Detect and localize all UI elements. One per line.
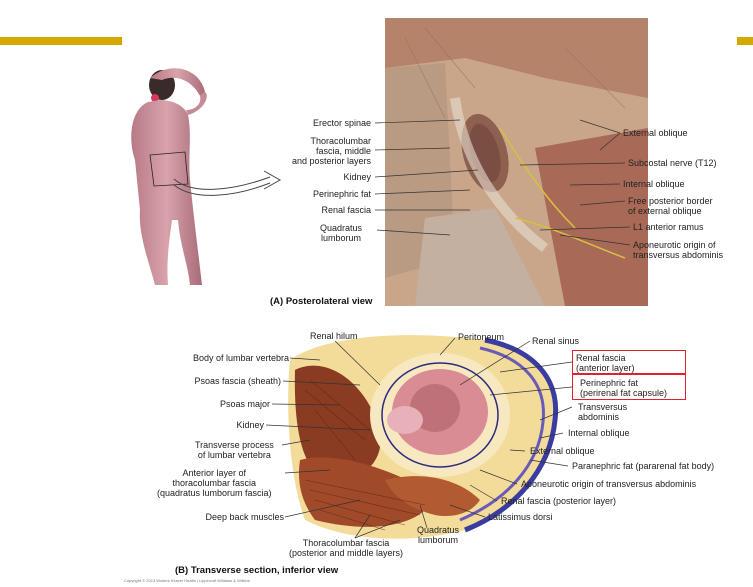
label-thoracolumbar-fascia-b: Thoracolumbar fascia (posterior and midd… [289,538,404,558]
accent-bar-right [737,37,753,45]
caption-panel-b: (B) Transverse section, inferior view [175,565,339,576]
human-figure-illustration [131,68,207,285]
label-external-oblique-b: External oblique [530,446,595,456]
label-erector-spinae: Erector spinae [312,118,371,128]
label-paranephric-fat: Paranephric fat (pararenal fat body) [572,461,715,471]
label-peritoneum: Peritoneum [458,332,505,342]
panel-a-leader-lines [374,119,631,246]
label-quadratus-lumborum-a: Quadratus lumborum [320,223,363,243]
label-renal-fascia-posterior: Renal fascia (posterior layer) [501,496,617,506]
label-body-lumbar-vertebra: Body of lumbar vertebra [192,353,289,363]
posterolateral-dissection-illustration [385,18,648,306]
label-psoas-fascia: Psoas fascia (sheath) [194,376,281,386]
label-renal-fascia-a: Renal fascia [321,205,371,215]
label-internal-oblique-a: Internal oblique [623,179,685,189]
label-kidney-a: Kidney [343,172,371,182]
label-anterior-layer-thoracolumbar: Anterior layer of thoracolumbar fascia (… [157,468,272,498]
transverse-section-illustration [288,335,559,539]
label-l1-anterior-ramus: L1 anterior ramus [633,222,704,232]
caption-panel-a: (A) Posterolateral view [270,296,373,307]
label-aponeurotic-origin-a: Aponeurotic origin of transversus abdomi… [633,240,724,260]
label-thoracolumbar-fascia: Thoracolumbar fascia, middle and posteri… [291,136,371,166]
label-quadratus-lumborum-b: Quadratus lumborum [417,525,460,545]
label-perinephric-fat-capsule: Perinephric fat (perirenal fat capsule) [580,378,668,398]
label-latissimus-dorsi: Latissimus dorsi [488,512,553,522]
label-internal-oblique-b: Internal oblique [568,428,630,438]
label-subcostal-nerve: Subcostal nerve (T12) [628,158,717,168]
label-transversus-abdominis: Transversus abdominis [578,402,628,422]
label-free-posterior-border: Free posterior border of external obliqu… [628,196,713,216]
label-perinephric-fat-a: Perinephric fat [312,189,371,199]
highlight-perinephric-fat-capsule [572,374,686,400]
label-deep-back-muscles: Deep back muscles [205,512,284,522]
arrow-to-dissection [173,170,282,196]
label-psoas-major: Psoas major [219,399,270,409]
label-transverse-process: Transverse process of lumbar vertebra [195,440,274,460]
accent-bar-left [0,37,122,45]
label-renal-sinus: Renal sinus [532,336,580,346]
highlight-renal-fascia-anterior [572,350,686,374]
label-external-oblique-a: External oblique [623,128,688,138]
label-renal-hilum: Renal hilum [310,331,358,341]
copyright-notice: Copyright © 2013 Wolters Kluwer Health |… [124,578,250,583]
label-kidney-b: Kidney [236,420,264,430]
label-renal-fascia-anterior: Renal fascia (anterior layer) [576,353,635,373]
label-aponeurotic-origin-b: Aponeurotic origin of transversus abdomi… [521,479,697,489]
